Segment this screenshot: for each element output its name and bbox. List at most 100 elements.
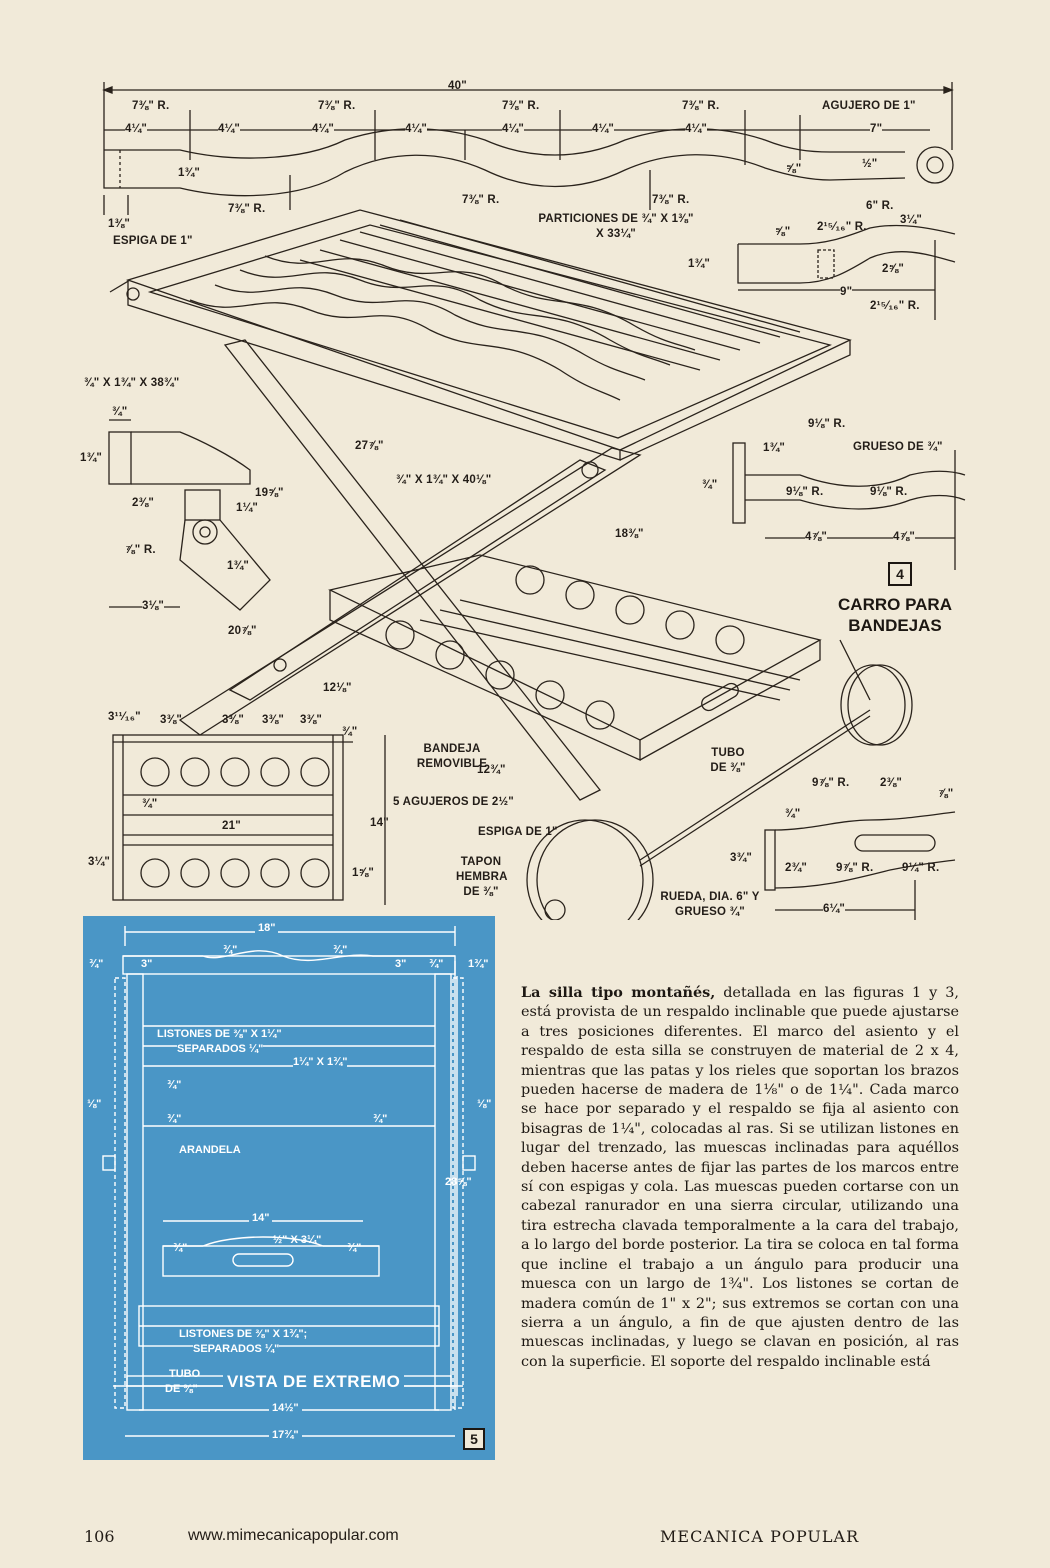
- dim-radius: 7⅜" R.: [682, 100, 720, 112]
- leg-detail-g: 3⅛": [142, 600, 165, 612]
- f5-slats-bottom2: SEPARADOS ¼": [193, 1343, 280, 1355]
- leg-detail-e: ⅞" R.: [125, 544, 156, 556]
- handle-a: 2⅜": [880, 777, 903, 789]
- f5-slats-top: LISTONES DE ⅜" X 1¼": [157, 1028, 282, 1040]
- f5-e: 3": [395, 958, 407, 970]
- f5-slats-bottom: LISTONES DE ⅜" X 1¾";: [179, 1328, 308, 1340]
- f5-l: ⅛": [477, 1098, 492, 1110]
- end-d: 1¾": [688, 258, 711, 270]
- dim-end-length: 7": [870, 123, 883, 135]
- dim-radius: 7⅜" R.: [318, 100, 356, 112]
- f5-handle: ½" X 3¼": [273, 1234, 322, 1246]
- side-r3: 9⅛" R.: [870, 486, 908, 498]
- figure-4-title: CARRO PARA BANDEJAS: [838, 595, 952, 635]
- f5-b: ¾": [223, 944, 238, 956]
- article-text: La silla tipo montañés, detallada en las…: [521, 983, 959, 1372]
- tray-b: ¾": [342, 726, 358, 738]
- side-a: 1¾": [763, 442, 786, 454]
- end-c: 3¼": [900, 214, 923, 226]
- tray-a: 3¹¹⁄₁₆": [108, 711, 141, 723]
- handle-r2: 9⅞" R.: [836, 862, 874, 874]
- tray-sp: 3⅜": [222, 714, 245, 726]
- handle-e: 2¾": [785, 862, 808, 874]
- dim-spacing: 4¼": [502, 123, 525, 135]
- handle-f: 6¼": [823, 903, 846, 915]
- handle-r1: 9⅞" R.: [812, 777, 850, 789]
- figure-5-number: 5: [463, 1428, 485, 1450]
- f5-j: ¾": [167, 1113, 182, 1125]
- tray-c: ¾": [142, 798, 158, 810]
- leg-b-label: ¾" X 1¾" X 40⅛": [396, 474, 492, 486]
- dim-radius: 7⅜" R.: [502, 100, 540, 112]
- dim-18: 18⅜": [615, 528, 644, 540]
- side-thick: GRUESO DE ¾": [853, 441, 943, 453]
- dim-radius-bottom: 7⅜" R.: [462, 194, 500, 206]
- dim-spacing: 4¼": [218, 123, 241, 135]
- figure-5-title: VISTA DE EXTREMO: [223, 1372, 405, 1392]
- dim-spacing: 4¼": [685, 123, 708, 135]
- leg-a-label: ¾" X 1¾" X 38¾": [84, 377, 180, 389]
- dim-radius: 7⅜" R.: [132, 100, 170, 112]
- handle-d: 3¾": [730, 852, 753, 864]
- side-r1: 9⅛" R.: [808, 418, 846, 430]
- f5-w18: 18": [255, 922, 279, 934]
- tray-label: BANDEJA REMOVIBLE: [416, 743, 488, 770]
- holes-label: 5 AGUJEROS DE 2½": [393, 796, 514, 808]
- f5-tube: TUBO: [169, 1368, 201, 1380]
- leg-detail-d: 1¼": [236, 502, 259, 514]
- f5-c: ¾": [333, 944, 348, 956]
- article-lead: La silla tipo montañés,: [521, 984, 716, 1001]
- end-g: 2¹⁵⁄₁₆" R.: [870, 300, 920, 312]
- article-body: detallada en las figuras 1 y 3, está pro…: [521, 985, 959, 1370]
- end-e: 2⅝": [882, 263, 905, 275]
- tray-e: 1⅝": [352, 867, 375, 879]
- dim-20: 20⅞": [228, 625, 257, 637]
- dim-12a: 12⅛": [323, 682, 352, 694]
- leg-detail-b: 1¾": [80, 452, 103, 464]
- figure-4-number: 4: [888, 562, 912, 586]
- partitions-label: PARTICIONES DE ¾" X 1⅜" X 33¼": [538, 213, 694, 240]
- handle-r3: 9¼" R.: [902, 862, 940, 874]
- leg-detail-c: 2⅜": [132, 497, 155, 509]
- f5-height: 28⅝": [445, 1176, 472, 1188]
- dim-overall: 40": [448, 80, 467, 92]
- side-b: ¾": [702, 479, 718, 491]
- tray-width: 21": [222, 820, 241, 832]
- website-url[interactable]: www.mimecanicapopular.com: [188, 1527, 399, 1544]
- end-f: 9": [840, 286, 853, 298]
- tray-sp: 3⅜": [160, 714, 183, 726]
- handle-c: ¾": [785, 808, 801, 820]
- tube-label: TUBO DE ⅜": [710, 747, 746, 774]
- dim-19: 19⅝": [255, 487, 284, 499]
- side-r2: 9⅛" R.: [786, 486, 824, 498]
- f5-tube2: DE ⅜": [165, 1383, 198, 1395]
- dim-spacing: 4¼": [125, 123, 148, 135]
- dim-end-width: 1⅜": [108, 218, 131, 230]
- f5-w17: 17¾": [269, 1429, 302, 1441]
- f5-w14: 14": [249, 1212, 273, 1224]
- f5-k: ¾": [373, 1113, 388, 1125]
- side-d: 4⅞": [893, 531, 916, 543]
- leg-detail-a: ¾": [112, 406, 128, 418]
- end-a: ⅝": [775, 226, 791, 238]
- dim-half: ½": [862, 158, 878, 170]
- f5-d: 3": [141, 958, 153, 970]
- dowel-bottom-label: ESPIGA DE 1": [478, 826, 558, 838]
- figure-5-panel: 18" ¾" 3" ¾" ¾" 3" ¾" 1¾" LISTONES DE ⅜"…: [83, 916, 495, 1460]
- dim-27: 27⅞": [355, 440, 384, 452]
- leg-detail-f: 1¾": [227, 560, 250, 572]
- magazine-name: MECANICA POPULAR: [660, 1527, 860, 1546]
- f5-n: ¾": [347, 1242, 362, 1254]
- wheel-label: RUEDA, DIA. 6" Y GRUESO ¾": [660, 891, 760, 918]
- end-b: 2¹⁵⁄₁₆" R.: [817, 221, 867, 233]
- hole-label: AGUJERO DE 1": [822, 100, 916, 112]
- f5-f: ¾": [429, 958, 444, 970]
- dim-six: 6" R.: [866, 200, 894, 212]
- tray-depth: 14": [370, 817, 389, 829]
- dim-radius-bottom: 7⅜" R.: [652, 194, 690, 206]
- dim-12b: 12¾": [477, 764, 506, 776]
- dim-five-eighths: ⅝": [786, 163, 802, 175]
- f5-h: ¾": [167, 1079, 182, 1091]
- f5-a: ¾": [89, 958, 104, 970]
- f5-slats-top2: SEPARADOS ¼": [177, 1043, 264, 1055]
